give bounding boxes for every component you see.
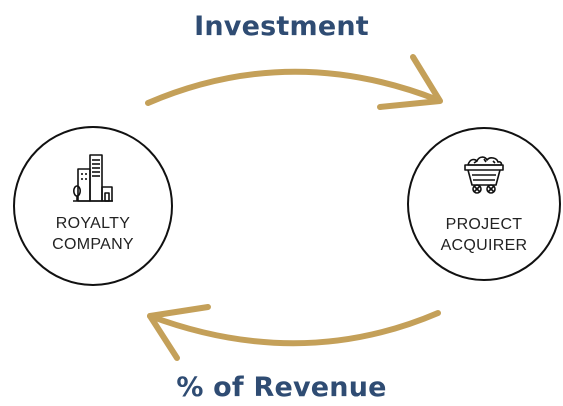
investment-arrow-curve [145, 68, 441, 106]
project-acquirer-line2: ACQUIRER [440, 237, 528, 254]
royalty-company-line1: ROYALTY [55, 215, 131, 232]
project-acquirer-line1: PROJECT [445, 216, 523, 233]
mine-cart-icon [464, 156, 504, 194]
royalty-company-label: ROYALTY COMPANY [15, 213, 171, 255]
project-acquirer-node: PROJECT ACQUIRER [407, 127, 561, 281]
revenue-label: % of Revenue [176, 372, 387, 403]
investment-arrowhead [377, 54, 443, 110]
office-buildings-icon [72, 154, 113, 202]
royalty-company-node: ROYALTY COMPANY [13, 126, 173, 286]
royalty-company-line2: COMPANY [52, 236, 134, 253]
revenue-arrow-curve [147, 310, 441, 347]
revenue-arrowhead [147, 304, 211, 361]
investment-label: Investment [194, 11, 369, 42]
project-acquirer-label: PROJECT ACQUIRER [409, 214, 559, 256]
